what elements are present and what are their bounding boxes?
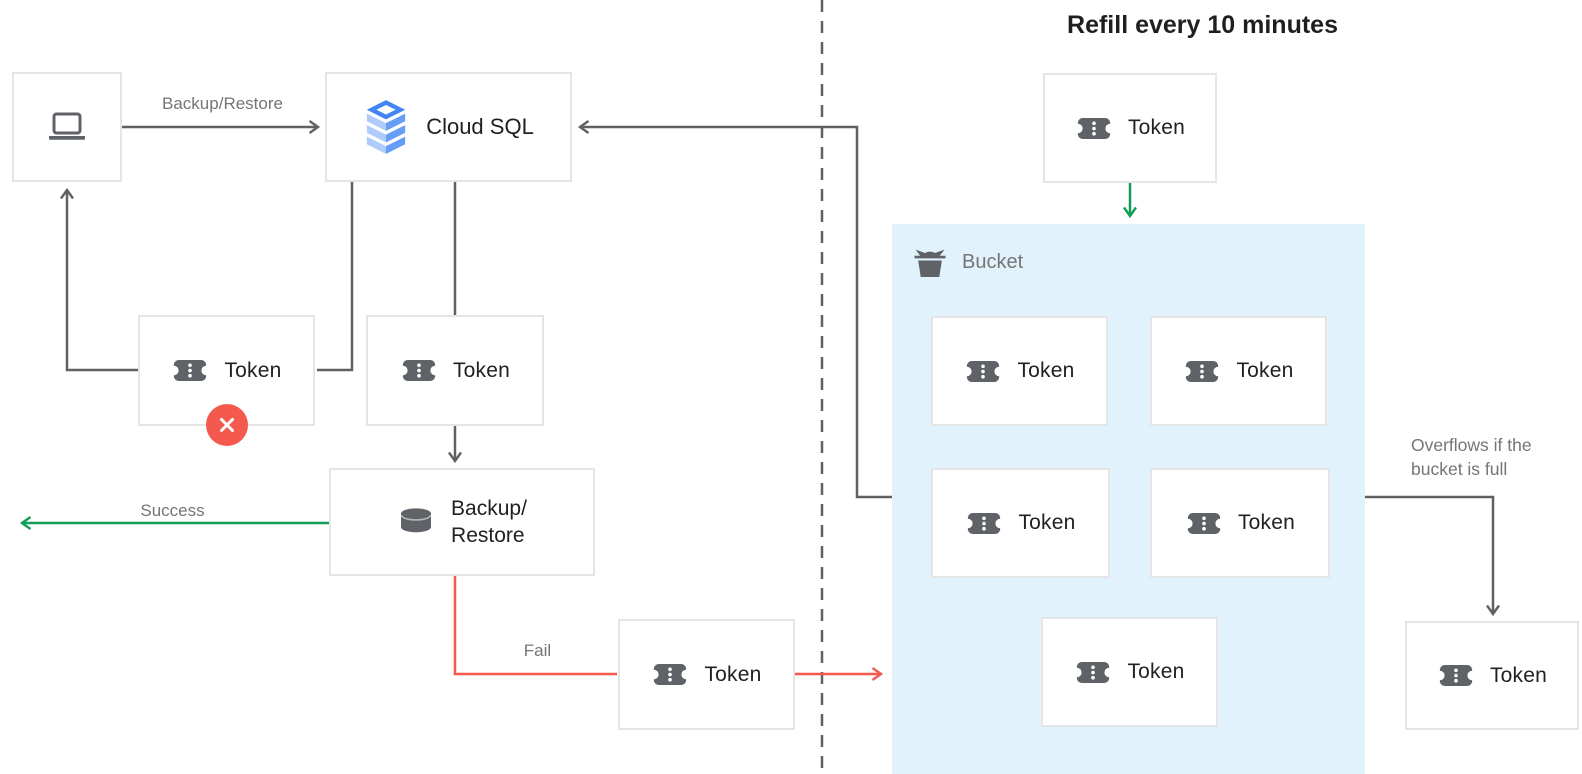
fail-label: Fail (523, 641, 552, 660)
cloud-sql-icon (367, 100, 406, 154)
ticket-icon (964, 360, 1003, 382)
ticket-icon (965, 512, 1004, 534)
token-label: Token (452, 358, 511, 382)
token-node-overflow: Token (1405, 621, 1579, 730)
token-label: Token (1018, 511, 1076, 534)
wire-bucket-overflow (1365, 495, 1500, 617)
database-icon (400, 508, 432, 533)
ticket-icon (1183, 360, 1222, 382)
cloud-sql-node: Cloud SQL (325, 72, 572, 182)
token-label: Token (1489, 663, 1548, 687)
token-label: Token (704, 662, 762, 686)
wire-token-rejected-to-laptop (60, 187, 138, 372)
backup-restore-node: Backup/ Restore (329, 468, 595, 576)
token-label: Token (1127, 660, 1185, 683)
backup-restore-label: Backup/ Restore (451, 497, 527, 547)
bucket-label: Bucket (962, 251, 1024, 273)
backup-restore-arrow-label: Backup/Restore (162, 94, 283, 113)
token-node-request: Token (366, 315, 544, 426)
success-label: Success (140, 501, 205, 520)
token-node-fail: Token (618, 619, 795, 730)
token-node-bucket-3: Token (931, 468, 1110, 578)
error-badge (205, 404, 248, 446)
ticket-icon (171, 360, 210, 381)
x-icon (219, 418, 234, 432)
token-node-bucket-5: Token (1041, 617, 1218, 727)
refill-title: Refill every 10 minutes (1067, 11, 1338, 39)
wire-cloudsql-to-token-rejected (317, 182, 354, 372)
ticket-icon (399, 360, 438, 381)
token-node-refill: Token (1043, 73, 1217, 183)
token-node-rejected: Token (138, 315, 315, 446)
ticket-icon (1436, 665, 1475, 686)
laptop-icon (49, 112, 85, 140)
token-node-bucket-4: Token (1150, 468, 1330, 578)
wire-bucket-to-cloudsql (577, 120, 892, 499)
ticket-icon (651, 664, 690, 685)
token-node-bucket-1: Token (931, 316, 1108, 426)
token-node-bucket-2: Token (1150, 316, 1327, 426)
token-label: Token (224, 358, 282, 382)
overflow-note: Overflows if the bucket is full (1411, 435, 1532, 479)
ticket-icon (1184, 512, 1223, 534)
cloud-sql-label: Cloud SQL (426, 114, 534, 139)
token-label: Token (1237, 511, 1296, 534)
ticket-icon (1074, 661, 1113, 683)
client-laptop-node (12, 72, 122, 182)
bucket-header: Bucket (911, 246, 1023, 279)
bucket-icon (914, 249, 946, 277)
token-label: Token (1127, 116, 1186, 139)
token-label: Token (1236, 359, 1294, 382)
ticket-icon (1074, 117, 1113, 139)
token-label: Token (1017, 359, 1075, 382)
